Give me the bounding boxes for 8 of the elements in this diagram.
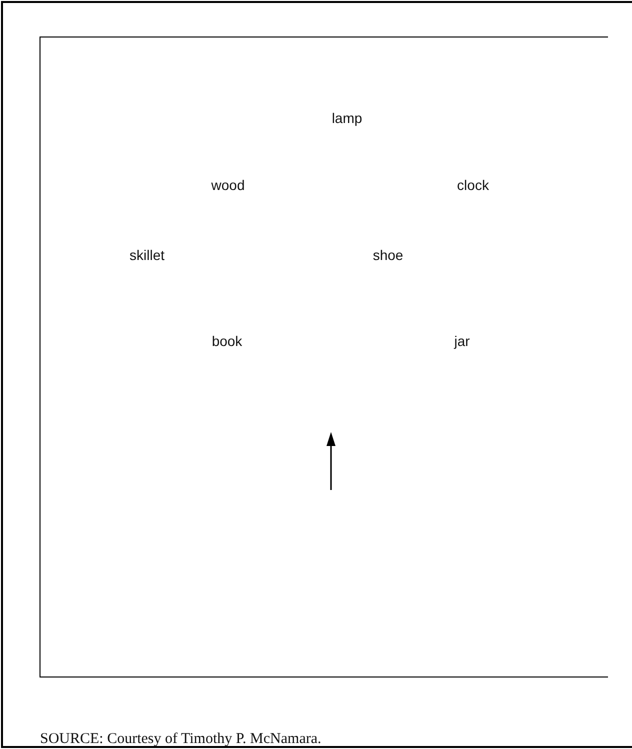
object-word: book xyxy=(212,333,242,349)
object-word: wood xyxy=(211,177,245,193)
object-word: clock xyxy=(457,177,489,193)
object-word: skillet xyxy=(130,247,164,263)
object-word: shoe xyxy=(372,247,404,263)
source-caption: SOURCE: Courtesy of Timothy P. McNamara. xyxy=(40,731,322,748)
object-word: jar xyxy=(454,333,470,349)
object-word: lamp xyxy=(332,110,362,126)
